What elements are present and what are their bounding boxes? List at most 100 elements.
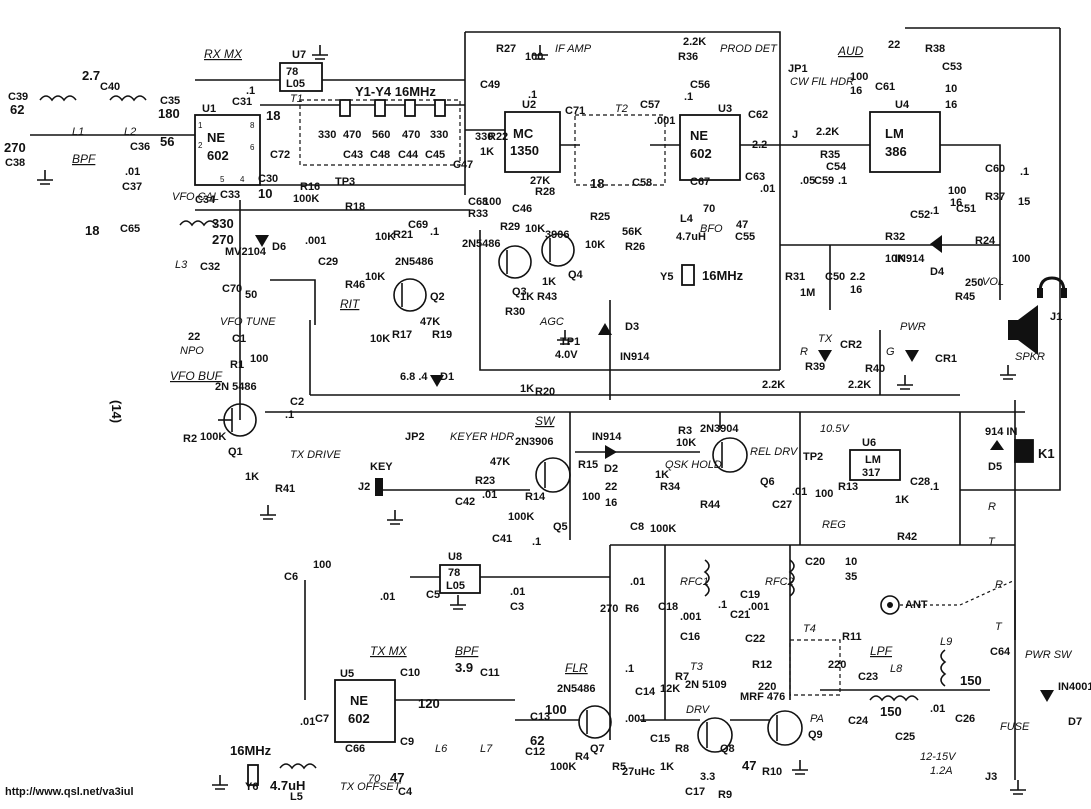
svg-text:R1: R1 [230,359,244,371]
svg-text:TX OFFSET: TX OFFSET [340,781,402,793]
svg-text:.01: .01 [482,489,497,501]
svg-text:C56: C56 [690,79,710,91]
svg-text:2N 5486: 2N 5486 [215,381,257,393]
svg-text:LM: LM [865,454,881,466]
svg-text:2N5486: 2N5486 [395,256,434,268]
svg-text:C39: C39 [8,91,28,103]
svg-text:27K: 27K [530,175,550,187]
svg-text:.001: .001 [625,713,646,725]
relay-k1 [1014,439,1034,463]
svg-text:10K: 10K [365,271,385,283]
ic-u2: MC 1350 U2 [504,99,561,173]
svg-text:R17: R17 [392,329,412,341]
svg-text:70: 70 [368,773,381,785]
svg-text:47K: 47K [490,456,510,468]
svg-text:22: 22 [888,39,900,51]
svg-text:L7: L7 [480,743,493,755]
svg-text:270: 270 [600,603,618,615]
svg-text:4.0V: 4.0V [555,349,578,361]
svg-text:PA: PA [810,713,824,725]
svg-text:SPKR: SPKR [1015,351,1045,363]
svg-text:R44: R44 [700,499,721,511]
svg-text:U4: U4 [895,99,910,111]
svg-text:2.7: 2.7 [82,68,100,83]
svg-text:470: 470 [343,129,361,141]
ic-u8: 78 L05 U8 [439,551,481,594]
svg-text:2N5486: 2N5486 [462,238,501,250]
svg-text:330: 330 [318,129,336,141]
svg-text:C3: C3 [510,601,524,613]
svg-text:.1: .1 [684,91,693,103]
svg-text:D3: D3 [625,321,639,333]
svg-text:R19: R19 [432,329,452,341]
svg-text:317: 317 [862,467,880,479]
svg-text:.01: .01 [760,183,775,195]
svg-text:C5: C5 [426,589,440,601]
crystal-y6 [247,764,259,786]
svg-text:Q5: Q5 [553,521,568,533]
svg-text:Y6: Y6 [245,781,258,793]
svg-text:L3: L3 [175,259,188,271]
svg-text:2N3904: 2N3904 [700,423,739,435]
svg-text:AGC: AGC [539,316,564,328]
svg-text:R28: R28 [535,186,555,198]
svg-text:J1: J1 [1050,311,1062,323]
svg-text:R6: R6 [625,603,639,615]
ic-u6: LM 317 U6 [849,437,901,481]
svg-text:1K: 1K [520,291,534,303]
svg-text:3.3: 3.3 [700,771,715,783]
svg-text:C65: C65 [120,223,140,235]
svg-text:1K: 1K [245,471,259,483]
svg-text:16MHz: 16MHz [230,743,272,758]
svg-text:VFO CAL: VFO CAL [172,191,219,203]
svg-text:TP3: TP3 [335,176,355,188]
svg-text:2N5486: 2N5486 [557,683,596,695]
svg-text:100K: 100K [508,511,534,523]
svg-text:10: 10 [258,186,272,201]
svg-text:386: 386 [885,144,907,159]
svg-text:16: 16 [950,197,962,209]
svg-text:R18: R18 [345,201,365,213]
svg-text:T2: T2 [615,103,628,115]
svg-text:C71: C71 [565,105,585,117]
svg-text:R11: R11 [842,631,862,643]
svg-text:16: 16 [850,85,862,97]
svg-text:1K: 1K [660,761,674,773]
source-url: http://www.qsl.net/va3iul [5,786,134,798]
svg-text:C68: C68 [468,196,488,208]
ground-symbols [37,45,1026,795]
svg-text:NE: NE [690,128,708,143]
svg-text:R39: R39 [805,361,825,373]
svg-text:C64: C64 [990,646,1011,658]
svg-text:8: 8 [250,121,255,130]
t4-transformer [789,639,841,696]
headphone-icon [1037,276,1067,298]
svg-text:100: 100 [545,702,567,717]
speaker-icon [1008,305,1038,355]
svg-text:5: 5 [220,175,225,184]
svg-text:.1: .1 [930,205,939,217]
svg-text:100: 100 [313,559,331,571]
svg-text:KEYER HDR: KEYER HDR [450,431,514,443]
svg-text:R43: R43 [537,291,557,303]
svg-text:270: 270 [4,140,26,155]
svg-text:62: 62 [530,733,544,748]
svg-text:C24: C24 [848,715,869,727]
svg-text:3.9: 3.9 [455,660,473,675]
transistor-q6 [712,437,748,473]
svg-text:Y5: Y5 [660,271,673,283]
svg-text:C31: C31 [232,96,252,108]
svg-text:100: 100 [815,488,833,500]
svg-text:10K: 10K [375,231,395,243]
svg-text:R24: R24 [975,235,996,247]
svg-text:1K: 1K [895,494,909,506]
svg-text:16: 16 [850,284,862,296]
svg-text:R21: R21 [393,229,413,241]
svg-text:R4: R4 [575,751,590,763]
svg-text:DRV: DRV [686,704,711,716]
svg-text:C70: C70 [222,283,242,295]
svg-text:Q9: Q9 [808,729,823,741]
svg-text:R: R [800,346,808,358]
svg-text:C17: C17 [685,786,705,798]
svg-text:KEY: KEY [370,461,393,473]
